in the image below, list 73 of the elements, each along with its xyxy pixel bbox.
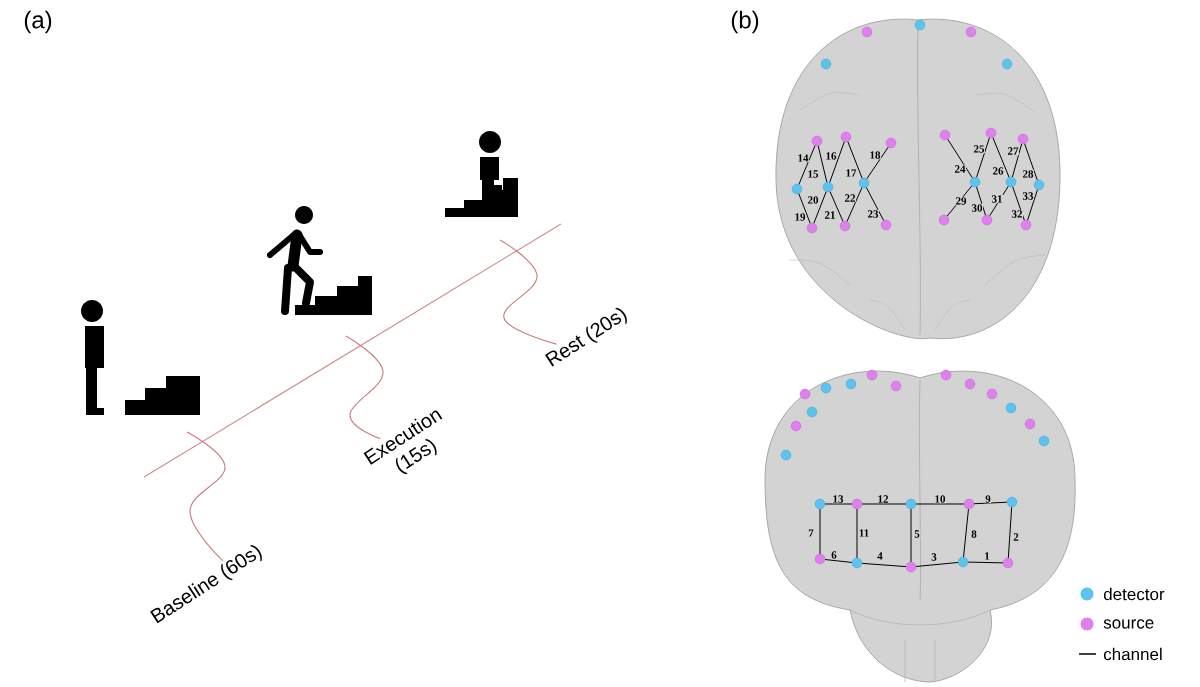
- channel-line: [856, 508, 858, 559]
- channel-number: 23: [867, 209, 879, 219]
- channel-number: 14: [797, 153, 809, 163]
- channel-line: [819, 508, 821, 555]
- channel-line: [798, 193, 811, 224]
- channel-line: [847, 141, 863, 179]
- channel-line: [824, 559, 853, 563]
- channel-number: 17: [845, 168, 857, 178]
- channel-number: 19: [794, 212, 806, 222]
- channel-number: 11: [858, 528, 870, 538]
- legend-label: detector: [1103, 587, 1165, 601]
- channel-number: 31: [991, 194, 1003, 204]
- channel-line: [861, 503, 907, 505]
- channel-line: [915, 562, 959, 567]
- channel-number: 13: [832, 494, 844, 504]
- channel-number: 10: [934, 494, 946, 504]
- channel-line: [976, 137, 990, 178]
- legend-label: source: [1103, 619, 1154, 629]
- channel-number: 22: [844, 193, 856, 203]
- channel-line: [829, 141, 845, 183]
- channel-number: 16: [825, 151, 837, 161]
- channel-line: [861, 562, 907, 568]
- channel-line: [992, 137, 1010, 178]
- leader-line: [186, 431, 226, 562]
- channel-number: 12: [877, 494, 889, 504]
- panel-label: (b): [731, 10, 759, 34]
- channel-number: 6: [830, 550, 838, 560]
- channel-number: 4: [876, 551, 884, 561]
- channel-number: 1: [983, 551, 991, 561]
- channel-number: 5: [913, 529, 921, 539]
- channel-line: [813, 191, 827, 224]
- channel-number: 7: [807, 528, 815, 538]
- channel-line: [946, 185, 973, 217]
- channel-number: 28: [1022, 169, 1034, 179]
- leader-line: [499, 239, 557, 345]
- channel-number: 3: [930, 552, 938, 562]
- leader-line: [345, 335, 384, 440]
- channel-line: [846, 187, 863, 222]
- channel-number: 21: [824, 210, 836, 220]
- channel-line: [967, 561, 1004, 564]
- channel-line: [866, 146, 889, 180]
- channel-line: [817, 145, 828, 183]
- channel-number: 2: [1012, 532, 1020, 542]
- channel-number: 15: [807, 169, 819, 179]
- channel-number: 30: [971, 203, 983, 213]
- channel-line: [1024, 143, 1038, 181]
- channel-number: 33: [1022, 191, 1034, 201]
- channel-line: [1012, 186, 1025, 221]
- channel-number: 32: [1011, 209, 1023, 219]
- channel-number: 29: [955, 196, 967, 206]
- channel-number: 25: [973, 144, 985, 154]
- channel-line: [829, 191, 844, 222]
- channel-number: 24: [954, 164, 966, 174]
- channel-line: [824, 503, 853, 505]
- channel-number: 20: [807, 195, 819, 205]
- channel-line: [865, 187, 885, 221]
- channel-line: [910, 508, 912, 563]
- legend-label: channel: [1103, 647, 1162, 661]
- channel-line: [798, 145, 816, 185]
- channel-line: [1007, 506, 1013, 559]
- channel-line: [947, 138, 973, 179]
- channel-line: [1027, 189, 1038, 221]
- panel-label: (a): [24, 10, 52, 34]
- channel-line: [976, 186, 986, 216]
- channel-line: [973, 501, 1008, 505]
- channel-number: 8: [970, 529, 978, 539]
- channel-line: [1011, 143, 1023, 178]
- channel-number: 27: [1007, 146, 1019, 156]
- channel-number: 26: [992, 166, 1004, 176]
- channel-number: 18: [869, 150, 881, 160]
- channel-line: [963, 508, 969, 558]
- channel-number: 9: [984, 494, 992, 504]
- channel-line: [915, 503, 965, 505]
